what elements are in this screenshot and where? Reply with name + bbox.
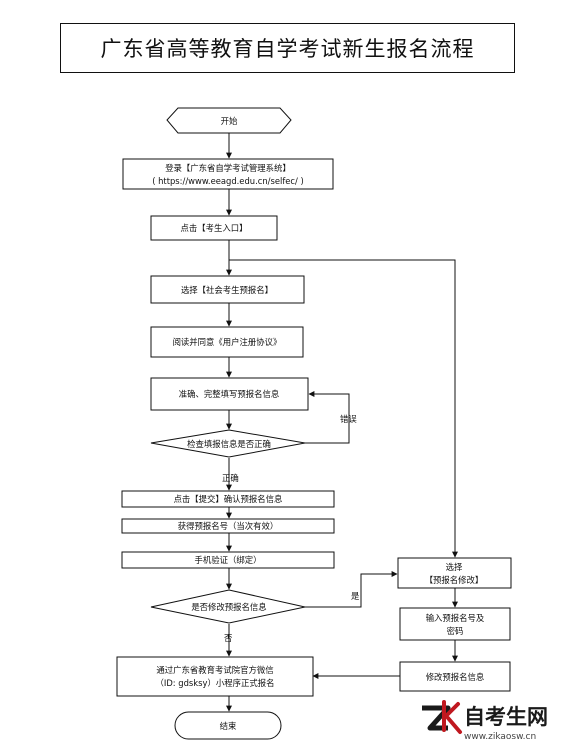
node-submit: 点击【提交】确认预报名信息 [121,490,335,508]
node-click-entry: 点击【考生入口】 [150,215,278,241]
node-end-label: 结束 [220,721,237,731]
watermark-brand: 自考生网 [464,705,548,729]
node-select-social-label: 选择【社会考生预报名】 [181,285,273,295]
node-get-number: 获得预报名号（当次有效） [121,518,335,534]
node-select-modify-label-2: 【预报名修改】 [425,575,484,585]
flow-edges [226,133,458,712]
node-fill-info-label: 准确、完整填写预报名信息 [179,389,280,399]
node-select-modify-label-1: 选择 [446,562,463,572]
node-wechat: 通过广东省教育考试院官方微信 （ID: gdsksy）小程序正式报名 [116,656,314,697]
node-select-social: 选择【社会考生预报名】 [150,275,305,304]
node-input-credentials-label-2: 密码 [447,626,464,636]
node-get-number-label: 获得预报名号（当次有效） [178,521,279,531]
node-phone-verify-label: 手机验证（绑定） [195,555,262,565]
node-start: 开始 [166,107,292,134]
node-login-label-1: 登录【广东省自学考试管理系统】 [165,163,291,173]
edge-label-wrong: 错误 [340,414,357,424]
node-submit-label: 点击【提交】确认预报名信息 [174,494,283,504]
node-modify-question-label: 是否修改预报名信息 [191,602,266,612]
node-login-label-2: ( https://www.eeagd.edu.cn/selfec/ ) [152,176,304,186]
edge-modifyq-yes [305,571,398,608]
node-check-info: 检查填报信息是否正确 [150,429,306,458]
node-click-entry-label: 点击【考生入口】 [181,223,248,233]
node-select-modify: 选择 【预报名修改】 [397,557,512,589]
edge-check-wrong [305,391,350,444]
page-title: 广东省高等教育自学考试新生报名流程 [60,23,515,73]
watermark: 自考生网 www.zikaosw.cn [418,696,568,746]
watermark-logo-icon [422,700,462,734]
node-read-agree: 阅读并同意《用户注册协议》 [150,326,304,358]
node-fill-info: 准确、完整填写预报名信息 [150,377,309,411]
node-phone-verify: 手机验证（绑定） [121,551,335,569]
edge-label-yes: 是 [351,591,360,601]
node-input-credentials: 输入预报名号及 密码 [399,607,511,641]
node-input-credentials-label-1: 输入预报名号及 [426,613,485,623]
node-modify-info-label: 修改预报名信息 [426,672,485,682]
node-read-agree-label: 阅读并同意《用户注册协议》 [173,337,282,347]
node-wechat-label-2: （ID: gdsksy）小程序正式报名 [156,678,275,688]
watermark-url: www.zikaosw.cn [464,732,536,742]
node-check-info-label: 检查填报信息是否正确 [187,439,271,449]
node-wechat-label-1: 通过广东省教育考试院官方微信 [156,665,273,675]
edge-label-correct: 正确 [222,473,239,483]
node-end: 结束 [174,711,282,740]
edge-label-no: 否 [224,633,233,643]
node-modify-info: 修改预报名信息 [399,661,511,692]
node-modify-question: 是否修改预报名信息 [150,589,306,624]
edge-to-modify-branch [229,259,458,558]
node-login: 登录【广东省自学考试管理系统】 ( https://www.eeagd.edu.… [122,158,334,190]
node-start-label: 开始 [221,116,238,126]
